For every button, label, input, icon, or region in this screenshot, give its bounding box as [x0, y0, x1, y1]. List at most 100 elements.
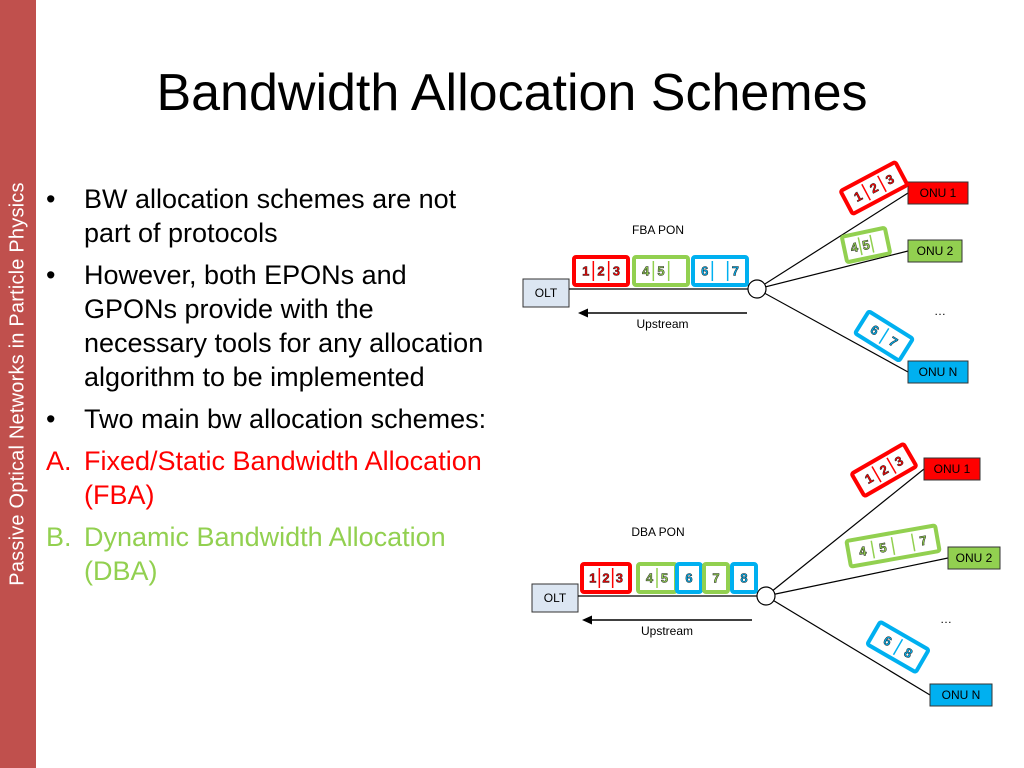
- packet-frame: [580, 562, 632, 594]
- slot-divider: [871, 466, 882, 483]
- bullet-item: • BW allocation schemes are not part of …: [46, 182, 496, 250]
- onu-box: [907, 239, 963, 263]
- more-onus-ellipsis: …: [934, 304, 946, 318]
- branch-line: [765, 468, 925, 597]
- pon-label: FBA PON: [632, 223, 684, 237]
- onu-box: [907, 360, 969, 384]
- branch-line: [765, 557, 949, 597]
- slot-divider: [910, 533, 916, 552]
- bullet-item: • Two main bw allocation schemes:: [46, 402, 496, 436]
- upstream-label: Upstream: [636, 317, 688, 331]
- olt-box: [531, 583, 579, 613]
- slot-number: 6: [701, 263, 708, 278]
- slot-number: 5: [861, 237, 871, 253]
- slot-divider: [861, 183, 871, 201]
- bus-packet: 7: [702, 562, 730, 594]
- slot-number: 4: [849, 239, 860, 255]
- scheme-text: Dynamic Bandwidth Allocation (DBA): [84, 522, 446, 586]
- olt-box: [522, 278, 570, 308]
- onu-box: [947, 546, 1001, 570]
- scheme-item-dba: B. Dynamic Bandwidth Allocation (DBA): [46, 520, 496, 588]
- branch-line: [765, 595, 931, 696]
- onu-box: [907, 181, 969, 205]
- olt-label: OLT: [535, 286, 558, 300]
- olt-label: OLT: [544, 591, 567, 605]
- pon-label: DBA PON: [631, 525, 684, 539]
- onu-label: ONU 1: [934, 462, 971, 476]
- slot-divider: [892, 638, 904, 656]
- bullet-list: • BW allocation schemes are not part of …: [46, 182, 496, 596]
- slot-divider: [890, 537, 896, 555]
- slot-number: 5: [878, 540, 888, 556]
- more-onus-ellipsis: …: [940, 612, 952, 626]
- onu-packet: 68: [865, 620, 931, 674]
- packet-frame: [839, 160, 909, 216]
- scheme-text: Fixed/Static Bandwidth Allocation (FBA): [84, 446, 482, 510]
- slot-number: 7: [712, 570, 719, 585]
- onu-label: ONU 1: [920, 186, 957, 200]
- packet-frame: [730, 562, 758, 594]
- onu-label: ONU N: [919, 365, 958, 379]
- bullet-marker: •: [46, 260, 56, 290]
- side-band: [0, 0, 36, 768]
- branch-line: [756, 288, 909, 373]
- slot-number: 4: [858, 543, 868, 559]
- splitter: [756, 586, 776, 606]
- onu-label: ONU 2: [956, 551, 993, 565]
- packet-frame: [691, 255, 749, 287]
- onu-label: ONU 2: [917, 244, 954, 258]
- slot-number: 7: [918, 533, 928, 549]
- onu-label: ONU N: [942, 688, 981, 702]
- upstream-arrow-head: [582, 615, 592, 625]
- onu-packet: 123: [850, 442, 918, 498]
- slot-number: 8: [740, 570, 747, 585]
- slot-number: 2: [597, 263, 604, 278]
- bullet-marker: •: [46, 184, 56, 214]
- slot-number: 3: [613, 263, 620, 278]
- scheme-item-fba: A. Fixed/Static Bandwidth Allocation (FB…: [46, 444, 496, 512]
- slot-number: 4: [642, 263, 650, 278]
- bus-packet: 6: [675, 562, 703, 594]
- slot-number: 4: [646, 570, 654, 585]
- slot-divider: [857, 237, 863, 256]
- slot-number: 5: [661, 570, 668, 585]
- upstream-label: Upstream: [641, 624, 693, 638]
- splitter: [747, 279, 767, 299]
- packet-frame: [840, 226, 892, 264]
- bullet-text: BW allocation schemes are not part of pr…: [84, 184, 457, 248]
- packet-frame: [702, 562, 730, 594]
- branch-line: [756, 192, 909, 290]
- slot-divider: [886, 457, 897, 474]
- packet-frame: [675, 562, 703, 594]
- slot-divider: [870, 540, 876, 559]
- packet-frame: [572, 255, 630, 287]
- slot-divider: [878, 327, 890, 345]
- slot-divider: [877, 175, 887, 193]
- slot-number: 1: [582, 263, 589, 278]
- onu-packet: 67: [853, 309, 915, 363]
- slot-number: 5: [657, 263, 664, 278]
- scheme-marker: A.: [46, 446, 72, 476]
- slot-number: 7: [732, 263, 739, 278]
- upstream-arrow-head: [578, 308, 588, 318]
- slot-number: 6: [685, 570, 692, 585]
- scheme-marker: B.: [46, 522, 72, 552]
- slot-number: 3: [616, 570, 623, 585]
- onu-box: [929, 683, 993, 707]
- bus-packet: 8: [730, 562, 758, 594]
- slot-number: 1: [589, 570, 596, 585]
- bullet-text: Two main bw allocation schemes:: [84, 404, 487, 434]
- onu-box: [923, 457, 981, 481]
- slot-number: 2: [602, 570, 609, 585]
- slot-divider: [869, 234, 875, 253]
- packet-frame: [850, 442, 918, 498]
- slide-title: Bandwidth Allocation Schemes: [156, 64, 868, 122]
